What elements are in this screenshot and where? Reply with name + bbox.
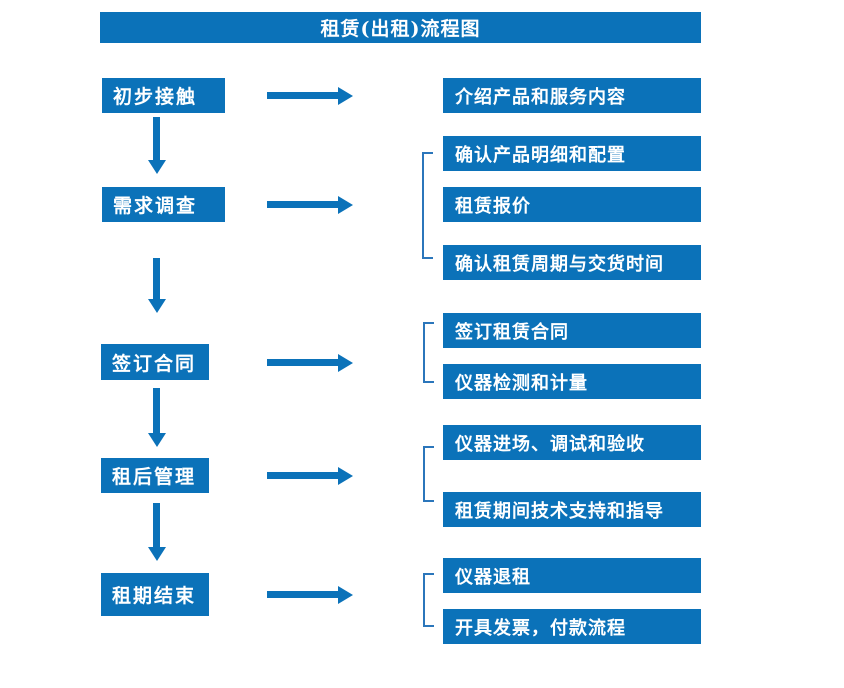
group-bracket-sign-contract	[423, 322, 434, 383]
stage-label: 租期结束	[112, 585, 197, 607]
arrow-down-icon-2	[147, 258, 166, 313]
group-bracket-lease-end	[423, 573, 434, 627]
group-bracket-demand-survey	[422, 152, 433, 259]
output-label: 租赁期间技术支持和指导	[455, 500, 664, 522]
output-label: 介绍产品和服务内容	[455, 86, 626, 108]
output-label: 确认租赁周期与交货时间	[455, 253, 664, 275]
output-box-instrument-return: 仪器退租	[443, 558, 701, 593]
output-box-tech-support: 租赁期间技术支持和指导	[443, 492, 701, 527]
arrow-right-icon-5	[267, 585, 353, 604]
arrow-right-icon-3	[267, 353, 353, 372]
arrow-down-icon-1	[147, 117, 166, 174]
output-box-confirm-product-details: 确认产品明细和配置	[443, 136, 701, 171]
output-box-rental-quote: 租赁报价	[443, 187, 701, 222]
output-label: 开具发票，付款流程	[455, 617, 626, 639]
output-box-instrument-testing: 仪器检测和计量	[443, 364, 701, 399]
output-box-sign-rental-contract: 签订租赁合同	[443, 313, 701, 348]
stage-box-lease-end: 租期结束	[101, 573, 209, 616]
output-box-invoice-payment: 开具发票，付款流程	[443, 609, 701, 644]
arrow-down-icon-4	[147, 503, 166, 561]
stage-label: 初步接触	[113, 86, 198, 108]
output-label: 仪器检测和计量	[455, 372, 588, 394]
group-bracket-post-lease	[423, 446, 434, 502]
output-label: 确认产品明细和配置	[455, 144, 626, 166]
flowchart-title: 租赁(出租)流程图	[320, 18, 481, 40]
stage-box-demand-survey: 需求调查	[102, 187, 225, 222]
output-box-instrument-entry-acceptance: 仪器进场、调试和验收	[443, 425, 701, 460]
output-label: 仪器退租	[455, 566, 531, 588]
stage-label: 需求调查	[113, 195, 198, 217]
flowchart-title-bar: 租赁(出租)流程图	[100, 12, 701, 43]
output-box-confirm-rental-period: 确认租赁周期与交货时间	[443, 245, 701, 280]
arrow-right-icon-4	[267, 466, 353, 485]
output-label: 仪器进场、调试和验收	[455, 433, 645, 455]
output-box-introduce-products: 介绍产品和服务内容	[443, 78, 701, 113]
stage-box-sign-contract: 签订合同	[101, 344, 209, 380]
stage-box-initial-contact: 初步接触	[102, 78, 225, 113]
arrow-right-icon-1	[267, 86, 353, 105]
stage-box-post-lease-management: 租后管理	[101, 458, 209, 493]
stage-label: 租后管理	[112, 466, 197, 488]
stage-label: 签订合同	[112, 352, 197, 375]
arrow-right-icon-2	[267, 195, 353, 214]
output-label: 租赁报价	[455, 195, 531, 217]
arrow-down-icon-3	[147, 388, 166, 447]
output-label: 签订租赁合同	[455, 321, 569, 343]
